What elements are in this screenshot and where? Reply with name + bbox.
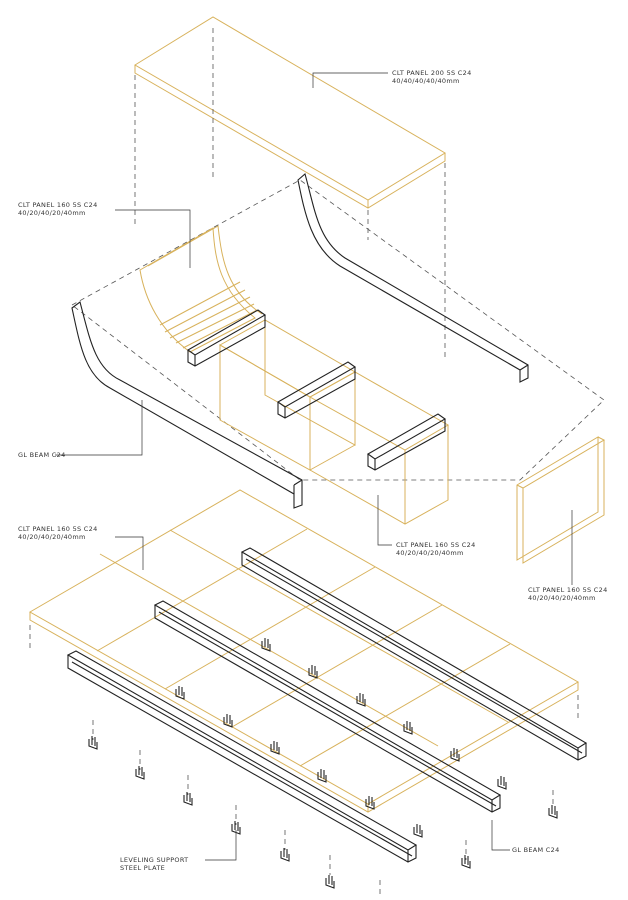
clt-box-frame [218, 319, 450, 525]
leveling-support-bracket [497, 776, 507, 790]
label-title: CLT PANEL 160 5S C24 [18, 525, 98, 533]
label-gl-beam-lower: GL BEAM C24 [512, 846, 560, 854]
label-spec: 40/20/40/20/40mm [18, 533, 86, 541]
clt-panel-160-side [516, 436, 606, 564]
label-title: GL BEAM C24 [18, 451, 66, 459]
cross-beams [186, 309, 447, 471]
label-clt-panel-200-top: CLT PANEL 200 5S C24 40/40/40/40/40mm [392, 69, 472, 85]
label-gl-beam-upper: GL BEAM C24 [18, 451, 66, 459]
leveling-support-bracket [280, 848, 290, 862]
leveling-support-bracket [88, 736, 98, 750]
leveling-support-bracket [548, 805, 558, 819]
label-title: CLT PANEL 160 5S C24 [528, 586, 608, 594]
label-spec: STEEL PLATE [120, 864, 166, 872]
leveling-support-bracket [175, 686, 185, 700]
gl-beam-straight-1 [66, 650, 418, 863]
clt-panel-160-floor [28, 489, 580, 813]
label-title: CLT PANEL 160 5S C24 [396, 541, 476, 549]
gl-beam-curved-right [297, 173, 529, 383]
leveling-support-bracket [365, 796, 375, 810]
clt-panel-160-back [139, 225, 263, 353]
gl-beam-straight-2 [153, 600, 502, 813]
leader-lines [55, 72, 573, 861]
label-spec: 40/40/40/40/40mm [392, 77, 460, 85]
label-clt-panel-box: CLT PANEL 160 5S C24 40/20/40/20/40mm [396, 541, 476, 557]
leveling-support-bracket [261, 638, 271, 652]
label-title: CLT PANEL 160 5S C24 [18, 201, 98, 209]
gl-beam-straight-3 [240, 547, 588, 761]
leveling-support-bracket [450, 748, 460, 762]
leveling-support-bracket [403, 721, 413, 735]
label-title: CLT PANEL 200 5S C24 [392, 69, 472, 77]
support-projection-lines [29, 625, 579, 895]
leveling-support-bracket [183, 792, 193, 806]
label-spec: 40/20/40/20/40mm [396, 549, 464, 557]
leveling-support-bracket [413, 824, 423, 838]
clt-panel-200-top [134, 16, 446, 209]
label-clt-panel-floor: CLT PANEL 160 5S C24 40/20/40/20/40mm [18, 525, 98, 541]
gl-beam-curved-left [71, 301, 303, 509]
leveling-support-bracket [270, 741, 280, 755]
label-clt-panel-back: CLT PANEL 160 5S C24 40/20/40/20/40mm [18, 201, 98, 217]
leveling-support-bracket [461, 855, 471, 869]
label-title: GL BEAM C24 [512, 846, 560, 854]
leveling-support-bracket [356, 693, 366, 707]
leveling-support-bracket [223, 714, 233, 728]
leveling-support-bracket [325, 875, 335, 889]
leveling-supports [88, 638, 558, 889]
label-spec: 40/20/40/20/40mm [18, 209, 86, 217]
label-title: LEVELING SUPPORT [120, 856, 189, 864]
label-spec: 40/20/40/20/40mm [528, 594, 596, 602]
leveling-support-bracket [135, 766, 145, 780]
label-leveling-support: LEVELING SUPPORT STEEL PLATE [120, 856, 188, 872]
label-clt-panel-side: CLT PANEL 160 5S C24 40/20/40/20/40mm [528, 586, 608, 602]
leveling-support-bracket [308, 665, 318, 679]
leveling-support-bracket [317, 769, 327, 783]
